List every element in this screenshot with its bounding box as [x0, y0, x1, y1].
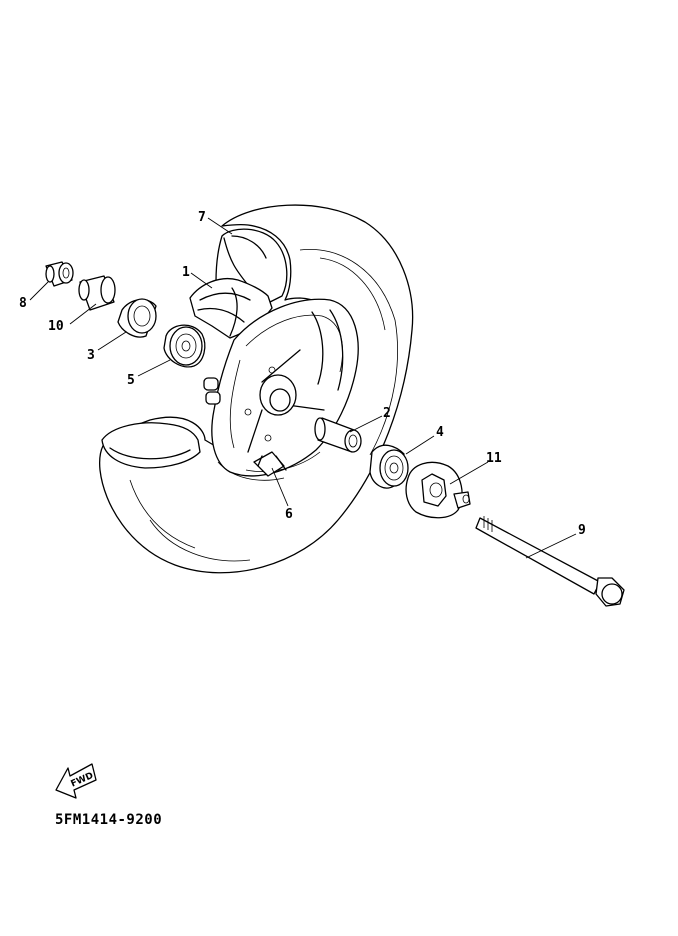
leader-lines: [29, 217, 577, 559]
callout-2: 2: [383, 406, 391, 421]
callout-5: 5: [127, 373, 135, 388]
callout-3: 3: [87, 348, 95, 363]
callout-1: 1: [182, 265, 190, 280]
callout-11: 11: [486, 451, 502, 466]
reference-code: 5FM1414-9200: [55, 812, 163, 828]
collar-8: [45, 261, 74, 287]
axle-spacer: [314, 417, 362, 453]
callout-6: 6: [285, 507, 293, 522]
callout-4: 4: [436, 425, 444, 440]
callout-9: 9: [578, 523, 586, 538]
spacer-10: [78, 275, 116, 311]
callout-10: 10: [48, 319, 64, 334]
callout-8: 8: [19, 296, 27, 311]
tire: [98, 204, 414, 574]
valve: [253, 451, 287, 477]
bearing-3: [117, 298, 157, 338]
speedometer-gear-unit: [405, 461, 471, 519]
callout-7: 7: [198, 210, 206, 225]
wheel-axle: [475, 516, 625, 607]
bearing-4: [369, 444, 409, 489]
fwd-arrow-icon: FWD: [55, 763, 97, 799]
bearing-5: [163, 324, 206, 368]
callout-labels: 7 1 2 3 4 5 6 8 9 10 11: [19, 210, 586, 538]
